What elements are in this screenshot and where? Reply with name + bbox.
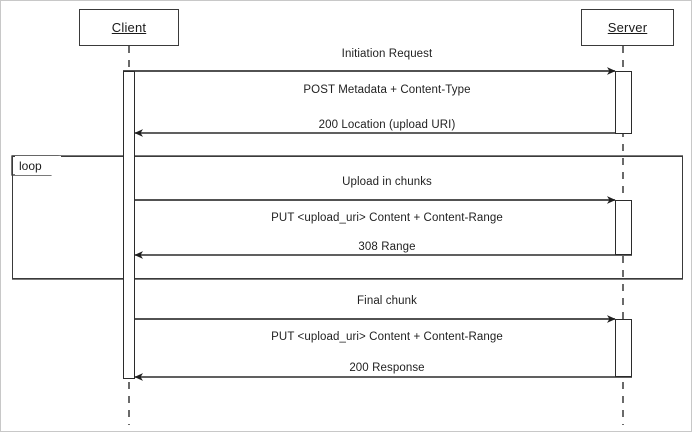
server-activation-2[interactable]	[615, 200, 632, 255]
message-label-m7-note: Final chunk	[357, 295, 417, 307]
participant-label-server: Server	[607, 20, 648, 35]
message-label-m4-note: Upload in chunks	[342, 176, 432, 188]
participant-client[interactable]: Client	[79, 9, 179, 46]
client-activation[interactable]	[123, 71, 135, 379]
fragment-operator-label: loop	[19, 158, 42, 173]
server-activation-3[interactable]	[615, 319, 632, 377]
message-label-m1-note: Initiation Request	[341, 48, 433, 60]
fragment-operator-tab: loop	[15, 156, 61, 175]
server-activation-1[interactable]	[615, 71, 632, 134]
message-label-m9: 200 Response	[349, 362, 425, 374]
message-label-m3: 200 Location (upload URI)	[318, 119, 456, 131]
message-arrows-group	[123, 67, 632, 381]
message-label-m2: POST Metadata + Content-Type	[303, 84, 471, 96]
message-label-m5: PUT <upload_uri> Content + Content-Range	[271, 212, 503, 224]
message-label-m6: 308 Range	[358, 241, 416, 253]
fragment-loop[interactable]	[12, 156, 683, 279]
participant-server[interactable]: Server	[581, 9, 674, 46]
participant-label-client: Client	[111, 20, 147, 35]
message-label-m8: PUT <upload_uri> Content + Content-Range	[271, 331, 503, 343]
